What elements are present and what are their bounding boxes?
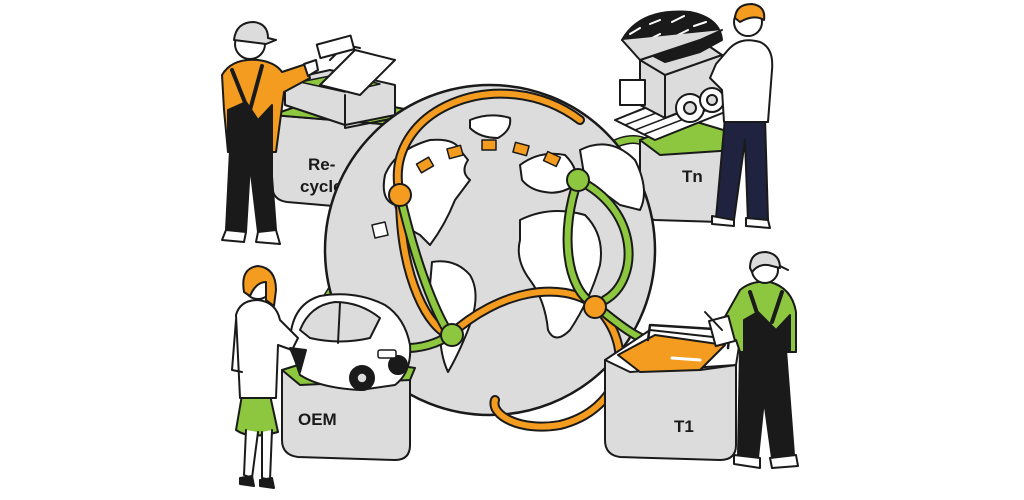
node-green-europe <box>566 168 590 192</box>
tn-worker <box>709 3 774 229</box>
node-orange-west <box>388 183 412 207</box>
island-west <box>371 221 389 239</box>
tn-label: Tn <box>682 167 703 186</box>
tn-station: Tn <box>614 10 741 223</box>
t1-worker <box>704 251 799 469</box>
continent-africa <box>517 210 602 339</box>
recycler-worker <box>221 21 319 245</box>
dashed-route <box>415 139 562 174</box>
node-orange-africa <box>583 295 607 319</box>
node-green-south-america <box>440 323 464 347</box>
continent-greenland <box>469 114 512 139</box>
oem-woman <box>231 265 307 489</box>
oem-label: OEM <box>298 410 337 429</box>
oem-station: OEM <box>281 293 416 461</box>
t1-label: T1 <box>674 417 694 436</box>
recycler-label-line1: Re- <box>308 155 335 174</box>
t1-station: T1 <box>604 323 741 461</box>
